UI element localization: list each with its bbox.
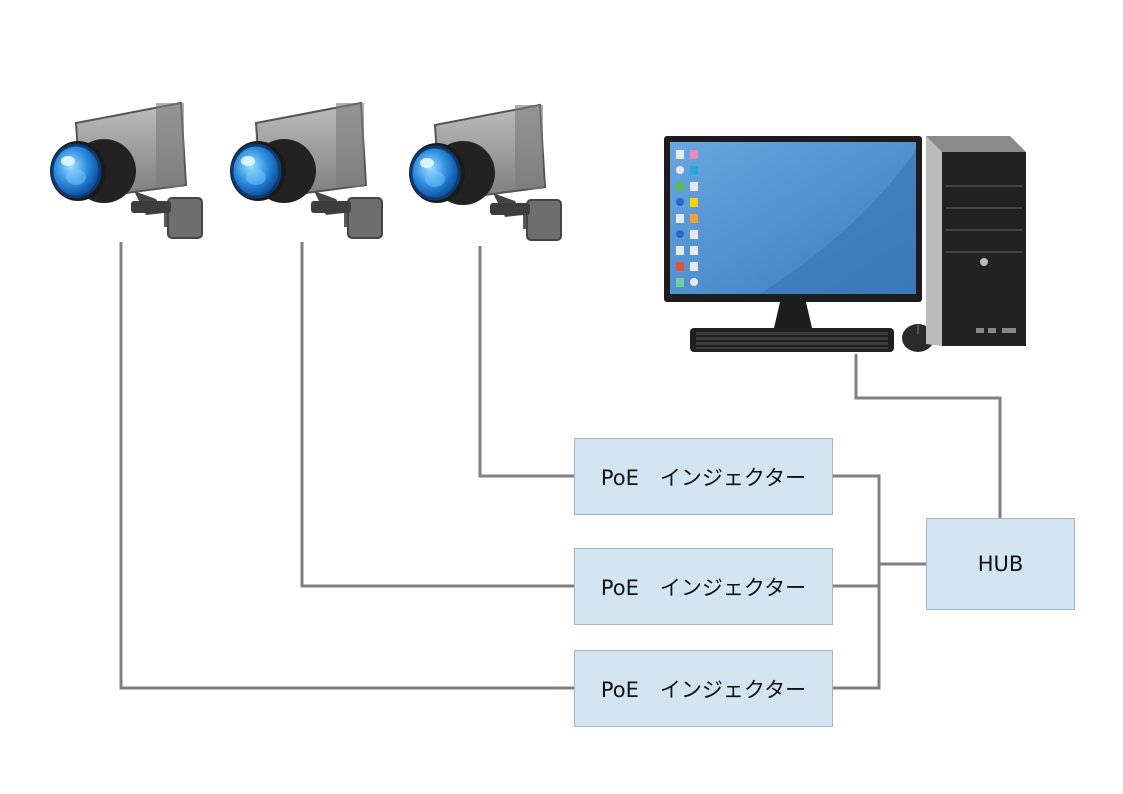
monitor-icon	[664, 136, 922, 328]
keyboard-icon	[690, 328, 894, 352]
poe-injector-label: PoE インジェクター	[600, 465, 807, 490]
pc-tower-icon	[926, 136, 1026, 346]
poe-injector-box: PoE インジェクター	[574, 650, 833, 727]
hub-label: HUB	[977, 552, 1024, 576]
connection-lines	[119, 242, 1002, 690]
camera-icon	[48, 101, 204, 240]
camera-icon	[407, 103, 563, 242]
poe-injector-label: PoE インジェクター	[600, 677, 807, 702]
poe-injector-box: PoE インジェクター	[574, 438, 833, 515]
poe-injector-label: PoE インジェクター	[600, 575, 807, 600]
camera-icon	[228, 101, 384, 240]
hub-box: HUB	[926, 518, 1075, 610]
poe-injector-box: PoE インジェクター	[574, 548, 833, 625]
